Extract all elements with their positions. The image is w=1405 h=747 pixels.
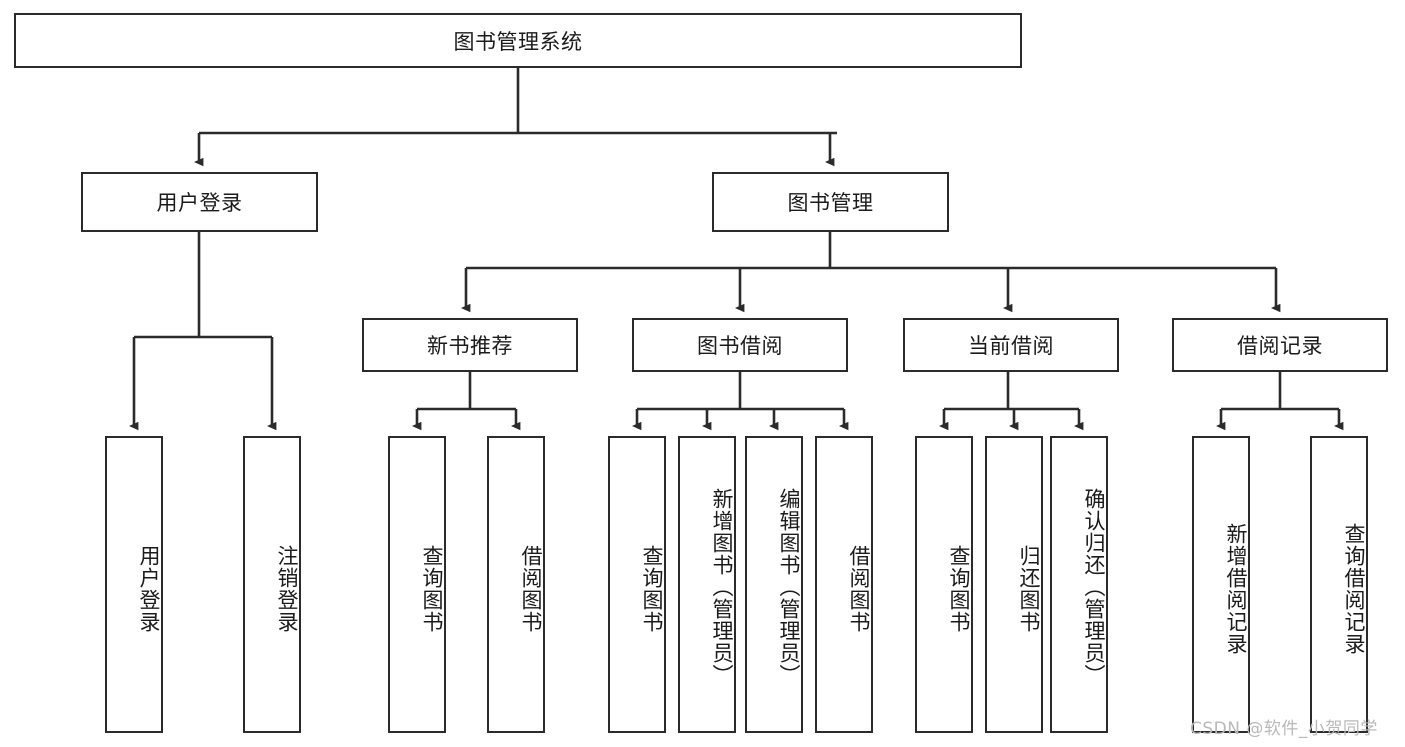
node-borrow-record-label: 借阅记录 (1237, 334, 1323, 358)
node-leaf-confirm-return-label: 确认归还（管理员） (1082, 487, 1106, 686)
node-leaf-query-book-current-label: 查询图书 (947, 544, 971, 633)
node-leaf-query-record-label: 查询借阅记录 (1342, 522, 1366, 655)
node-user-login-label: 用户登录 (156, 191, 243, 215)
node-current-borrow[interactable]: 当前借阅 (903, 318, 1119, 372)
node-leaf-add-record[interactable]: 新增借阅记录 (1192, 436, 1250, 733)
node-leaf-add-book[interactable]: 新增图书（管理员） (678, 436, 736, 733)
node-leaf-add-record-label: 新增借阅记录 (1224, 522, 1248, 655)
node-leaf-edit-book-label: 编辑图书（管理员） (777, 487, 801, 686)
node-leaf-logout-label: 注销登录 (275, 544, 299, 633)
node-leaf-user-login-label: 用户登录 (137, 544, 161, 633)
node-book-borrow-label: 图书借阅 (697, 334, 783, 358)
node-book-manage-label: 图书管理 (787, 191, 874, 215)
node-leaf-logout[interactable]: 注销登录 (243, 436, 301, 733)
node-new-book-rec[interactable]: 新书推荐 (362, 318, 578, 372)
node-leaf-query-book-rec[interactable]: 查询图书 (388, 436, 446, 733)
node-leaf-add-book-label: 新增图书（管理员） (710, 487, 734, 686)
node-leaf-return-book-label: 归还图书 (1017, 544, 1041, 633)
node-book-borrow[interactable]: 图书借阅 (632, 318, 848, 372)
node-leaf-query-record[interactable]: 查询借阅记录 (1310, 436, 1368, 733)
node-leaf-confirm-return[interactable]: 确认归还（管理员） (1050, 436, 1108, 733)
node-leaf-borrow-book[interactable]: 借阅图书 (815, 436, 873, 733)
node-borrow-record[interactable]: 借阅记录 (1172, 318, 1388, 372)
node-leaf-edit-book[interactable]: 编辑图书（管理员） (745, 436, 803, 733)
node-leaf-return-book[interactable]: 归还图书 (985, 436, 1043, 733)
node-leaf-query-book-rec-label: 查询图书 (420, 544, 444, 633)
node-leaf-borrow-book-label: 借阅图书 (847, 544, 871, 633)
node-user-login[interactable]: 用户登录 (81, 172, 318, 232)
node-leaf-borrow-book-rec-label: 借阅图书 (519, 544, 543, 633)
node-book-manage[interactable]: 图书管理 (712, 172, 949, 232)
node-leaf-query-book-current[interactable]: 查询图书 (915, 436, 973, 733)
node-new-book-rec-label: 新书推荐 (427, 334, 513, 358)
node-root[interactable]: 图书管理系统 (14, 13, 1022, 68)
node-current-borrow-label: 当前借阅 (968, 334, 1054, 358)
node-root-label: 图书管理系统 (453, 29, 583, 54)
node-leaf-query-book-borrow[interactable]: 查询图书 (608, 436, 666, 733)
node-leaf-query-book-borrow-label: 查询图书 (640, 544, 664, 633)
node-leaf-user-login[interactable]: 用户登录 (105, 436, 163, 733)
watermark: CSDN @软件_小贺同学 (1190, 719, 1378, 739)
node-leaf-borrow-book-rec[interactable]: 借阅图书 (487, 436, 545, 733)
